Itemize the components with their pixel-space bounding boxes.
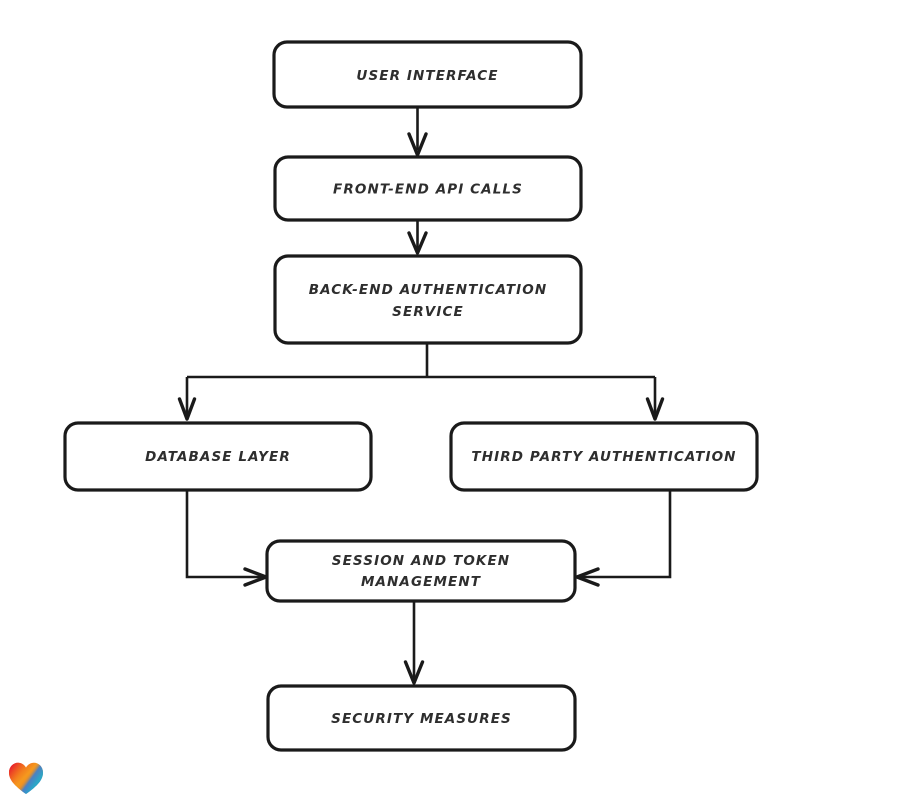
edge-ui-to-api bbox=[407, 107, 428, 157]
node-front-end-api-calls-shape[interactable] bbox=[273, 155, 583, 222]
node-security-measures-shape[interactable] bbox=[266, 684, 577, 752]
node-database-layer-label: DATABASE LAYER bbox=[145, 449, 291, 465]
edge-database-to-session bbox=[185, 490, 268, 587]
heart-icon-overlay bbox=[9, 762, 43, 794]
heart-icon[interactable] bbox=[8, 761, 44, 795]
node-user-interface[interactable]: USER INTERFACE bbox=[272, 40, 583, 109]
node-third-party-authentication-label: THIRD PARTY AUTHENTICATION bbox=[471, 449, 736, 465]
node-back-end-authentication-service-label-line1: BACK-END AUTHENTICATION bbox=[309, 282, 548, 298]
heart-icon-container[interactable] bbox=[8, 761, 44, 795]
nodes-layer: USER INTERFACE FRONT-END API CALLS BACK-… bbox=[63, 40, 759, 752]
edge-api-to-backend bbox=[407, 220, 428, 255]
node-session-and-token-management-label-line2: MANAGEMENT bbox=[361, 574, 482, 590]
node-front-end-api-calls[interactable]: FRONT-END API CALLS bbox=[273, 155, 583, 222]
connectors-layer bbox=[177, 107, 672, 685]
node-back-end-authentication-service-shape[interactable] bbox=[273, 254, 583, 345]
edge-thirdparty-to-session bbox=[575, 490, 672, 587]
node-session-and-token-management-shape[interactable] bbox=[265, 539, 577, 603]
edge-backend-to-database bbox=[177, 377, 197, 421]
node-user-interface-label: USER INTERFACE bbox=[356, 68, 498, 84]
node-session-and-token-management-label-line1: SESSION AND TOKEN bbox=[332, 553, 510, 569]
node-third-party-authentication[interactable]: THIRD PARTY AUTHENTICATION bbox=[449, 421, 759, 492]
node-back-end-authentication-service-label-line2: SERVICE bbox=[392, 304, 464, 320]
edge-backend-split-bus bbox=[187, 343, 655, 379]
node-user-interface-shape[interactable] bbox=[272, 40, 583, 109]
node-security-measures[interactable]: SECURITY MEASURES bbox=[266, 684, 577, 752]
node-database-layer-shape[interactable] bbox=[63, 421, 373, 492]
node-back-end-authentication-service[interactable]: BACK-END AUTHENTICATION SERVICE bbox=[273, 254, 583, 345]
node-database-layer[interactable]: DATABASE LAYER bbox=[63, 421, 373, 492]
node-session-and-token-management[interactable]: SESSION AND TOKEN MANAGEMENT bbox=[265, 539, 577, 603]
node-front-end-api-calls-label: FRONT-END API CALLS bbox=[333, 182, 523, 198]
node-third-party-authentication-shape[interactable] bbox=[449, 421, 759, 492]
node-security-measures-label: SECURITY MEASURES bbox=[331, 711, 512, 727]
edge-session-to-security bbox=[403, 601, 425, 685]
edge-backend-to-thirdparty bbox=[645, 377, 665, 421]
